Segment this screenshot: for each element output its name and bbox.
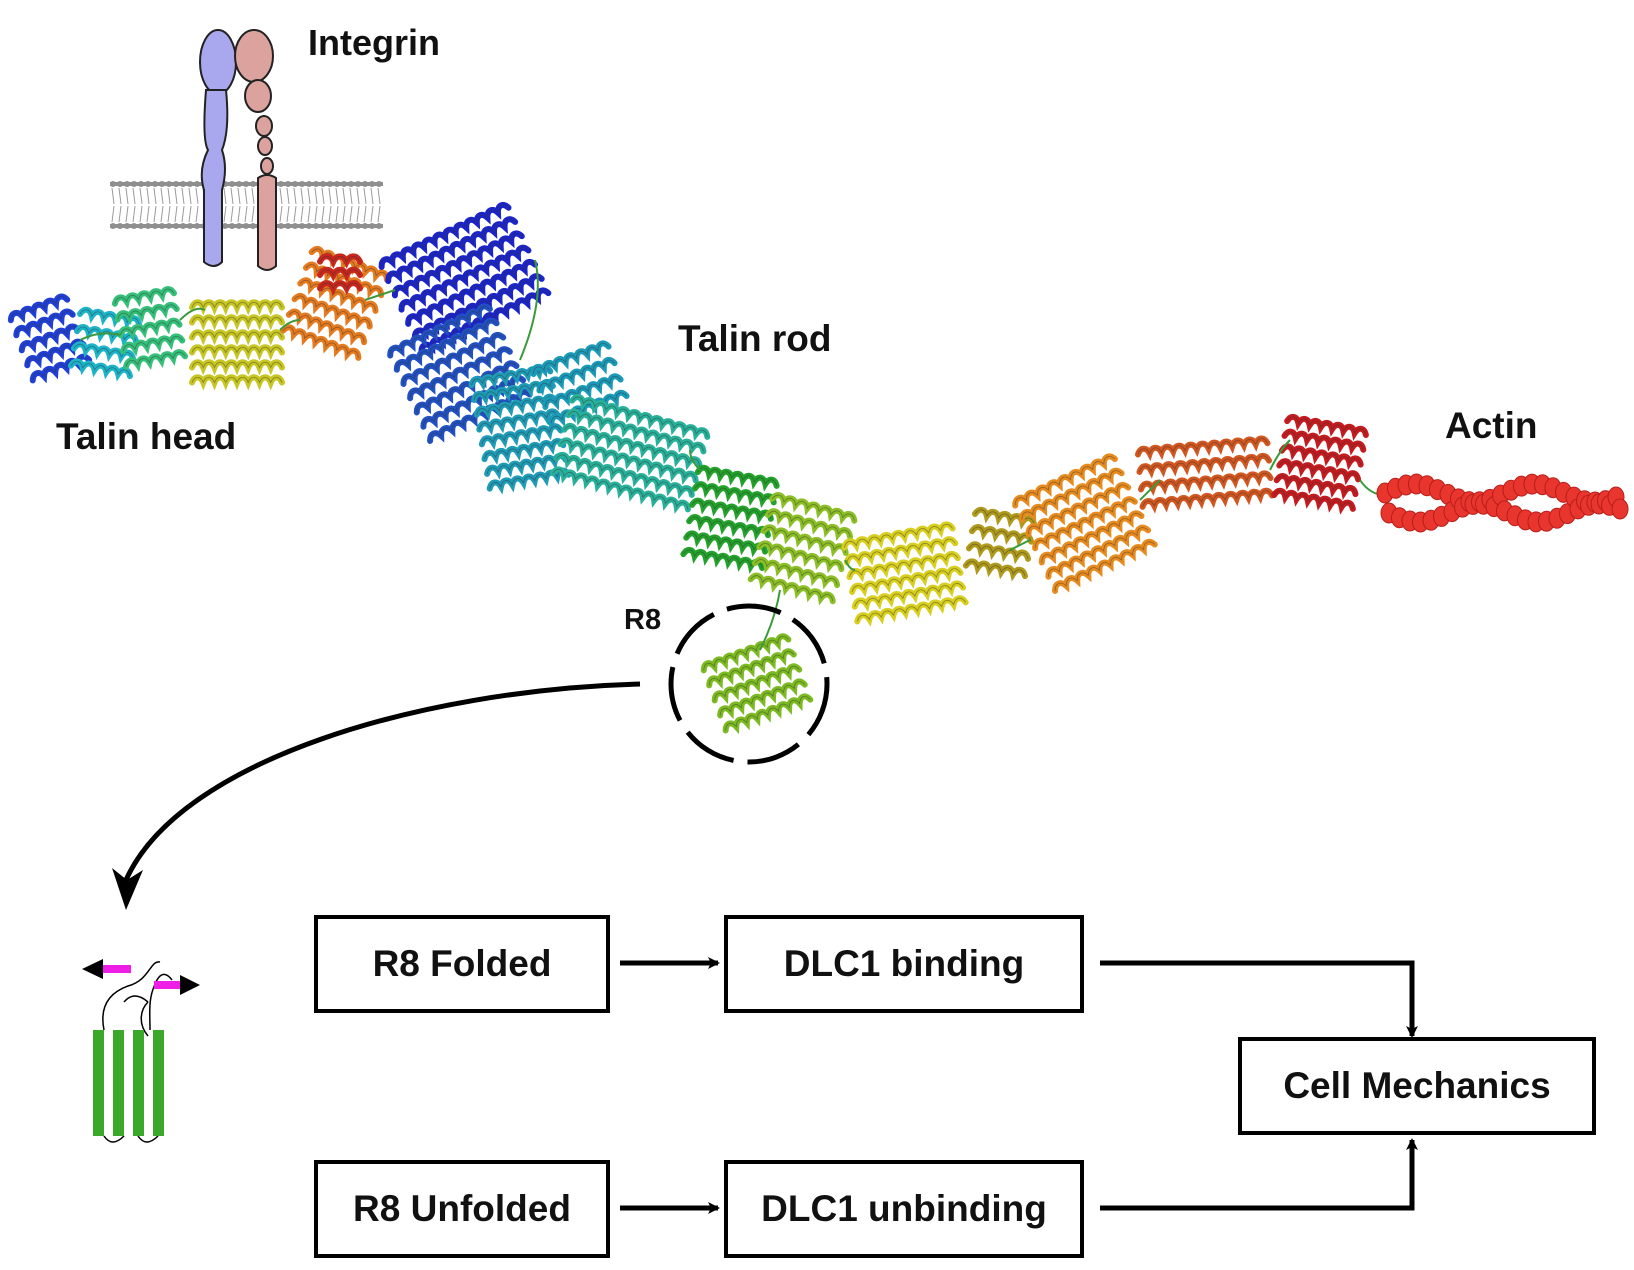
r8-unfolded-box: R8 Unfolded xyxy=(314,1160,610,1258)
talin-domain-15 xyxy=(1012,453,1158,594)
force-arrow-icon xyxy=(82,959,200,995)
talin-domain-16 xyxy=(1134,435,1276,514)
talin-loop-0 xyxy=(79,332,121,341)
talin-domain-12 xyxy=(747,492,858,606)
dlc1-binding-box: DLC1 binding xyxy=(724,915,1084,1013)
r8-label: R8 xyxy=(624,604,662,636)
talin-head-label: Talin head xyxy=(56,416,237,457)
arrow-binding-to-mechanics xyxy=(1100,960,1418,1038)
r8-folded-box: R8 Folded xyxy=(314,915,610,1013)
talin-loop-2 xyxy=(279,319,301,331)
membrane-bilayer-icon xyxy=(110,181,383,229)
talin-loop-4 xyxy=(519,259,539,361)
talin-loop-7 xyxy=(759,589,781,651)
talin-domain-2 xyxy=(111,286,189,373)
integrin-label: Integrin xyxy=(308,22,440,63)
talin-loop-6 xyxy=(844,559,856,571)
talin-domain-17 xyxy=(1271,413,1369,515)
r8-bundle-icon xyxy=(93,961,173,1143)
talin-rod-label: Talin rod xyxy=(678,318,832,359)
talin-loop-9 xyxy=(1139,479,1161,501)
integrin-beta-subunit-icon xyxy=(234,29,277,271)
talin-domain-4 xyxy=(280,245,390,362)
actin-label: Actin xyxy=(1445,405,1538,446)
talin-domain-14 xyxy=(962,506,1038,582)
cell-mechanics-box: Cell Mechanics xyxy=(1238,1037,1596,1135)
talin-domain-5 xyxy=(317,253,363,296)
arrow-unbinding-to-mechanics xyxy=(1100,1138,1418,1211)
talin-domain-3 xyxy=(189,299,285,391)
talin-loop-10 xyxy=(1269,439,1291,471)
r8-highlight-circle xyxy=(668,603,830,765)
talin-domain-9 xyxy=(530,340,630,427)
talin-domain-18 xyxy=(700,633,814,735)
curved-arrowhead xyxy=(112,868,143,910)
talin-domain-0 xyxy=(7,293,93,384)
talin-domain-13 xyxy=(841,521,969,627)
dlc1-unbinding-box: DLC1 unbinding xyxy=(724,1160,1084,1258)
talin-ribbon-icon xyxy=(7,202,1386,735)
talin-loop-8 xyxy=(1009,539,1031,551)
actin-filament-icon xyxy=(1376,473,1629,533)
talin-domain-10 xyxy=(549,394,711,514)
talin-loop-5 xyxy=(689,449,701,471)
curved-arrow-r8 xyxy=(123,681,641,882)
talin-loop-3 xyxy=(364,289,396,301)
talin-domain-7 xyxy=(387,303,533,444)
talin-domain-11 xyxy=(680,464,780,574)
talin-loop-1 xyxy=(179,307,206,321)
integrin-alpha-subunit-icon xyxy=(199,29,237,267)
